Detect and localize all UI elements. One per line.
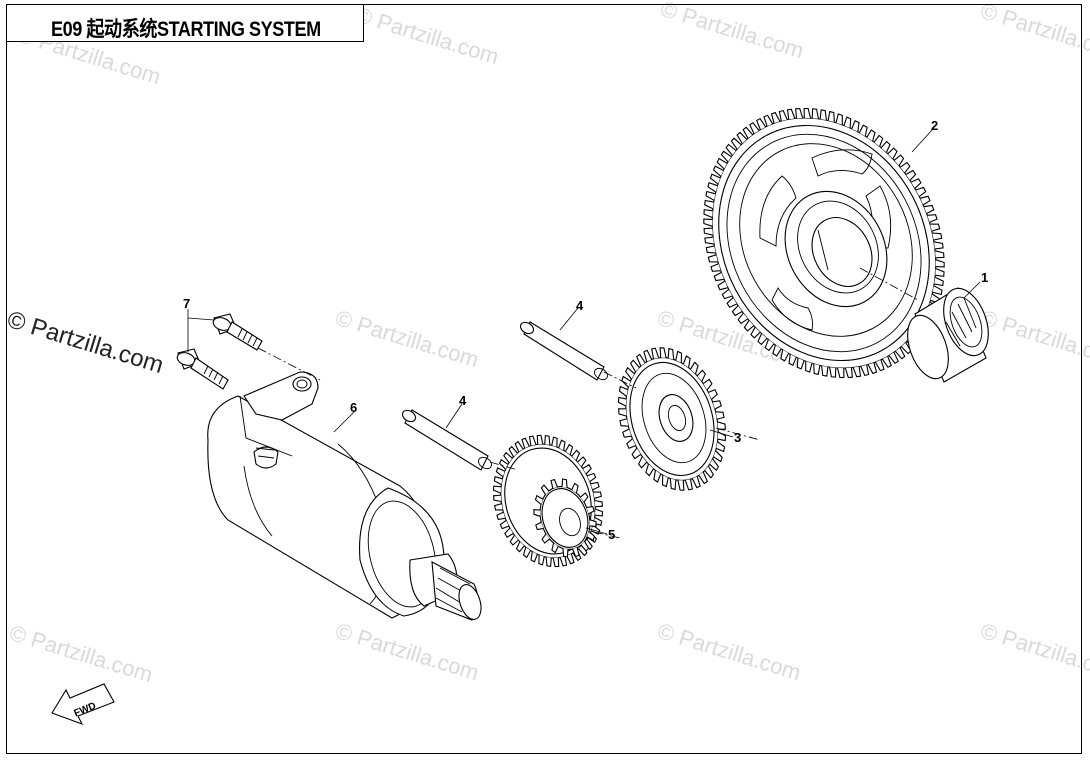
leader-line bbox=[585, 527, 608, 535]
leader-line bbox=[911, 128, 934, 153]
leader-line bbox=[559, 307, 579, 331]
callout-6[interactable]: 6 bbox=[350, 400, 357, 415]
leader-line bbox=[445, 403, 463, 429]
gear-teeth bbox=[703, 107, 945, 379]
callout-7[interactable]: 7 bbox=[183, 296, 190, 311]
dual-idle-gear bbox=[492, 434, 604, 568]
starter-motor bbox=[207, 371, 482, 621]
flange-bolt-lower bbox=[176, 348, 229, 390]
fwd-direction-badge: FWD bbox=[51, 683, 115, 725]
leader-line bbox=[333, 411, 355, 433]
gear-teeth bbox=[617, 347, 727, 491]
assembly-axis bbox=[257, 267, 919, 539]
callout-3[interactable]: 3 bbox=[734, 430, 741, 445]
gear-teeth bbox=[533, 478, 597, 558]
idle-gear bbox=[617, 347, 727, 491]
callout-4-upper[interactable]: 4 bbox=[576, 298, 584, 313]
needle-bearing bbox=[907, 287, 989, 383]
starter-driven-gear bbox=[703, 107, 945, 379]
callout-2[interactable]: 2 bbox=[931, 118, 938, 133]
callout-1[interactable]: 1 bbox=[981, 270, 988, 285]
leader-line bbox=[709, 429, 734, 438]
callout-4-lower[interactable]: 4 bbox=[459, 393, 467, 408]
title-box: E09 起动系统STARTING SYSTEM bbox=[6, 4, 364, 42]
shaft-upper bbox=[519, 321, 608, 381]
shaft-lower bbox=[401, 409, 492, 471]
page-title: E09 起动系统STARTING SYSTEM bbox=[51, 18, 321, 41]
flange-bolt-upper bbox=[212, 313, 263, 351]
leader-line bbox=[187, 309, 215, 352]
gear-teeth bbox=[492, 434, 604, 568]
callout-5[interactable]: 5 bbox=[608, 527, 615, 542]
leader-line bbox=[963, 281, 981, 299]
